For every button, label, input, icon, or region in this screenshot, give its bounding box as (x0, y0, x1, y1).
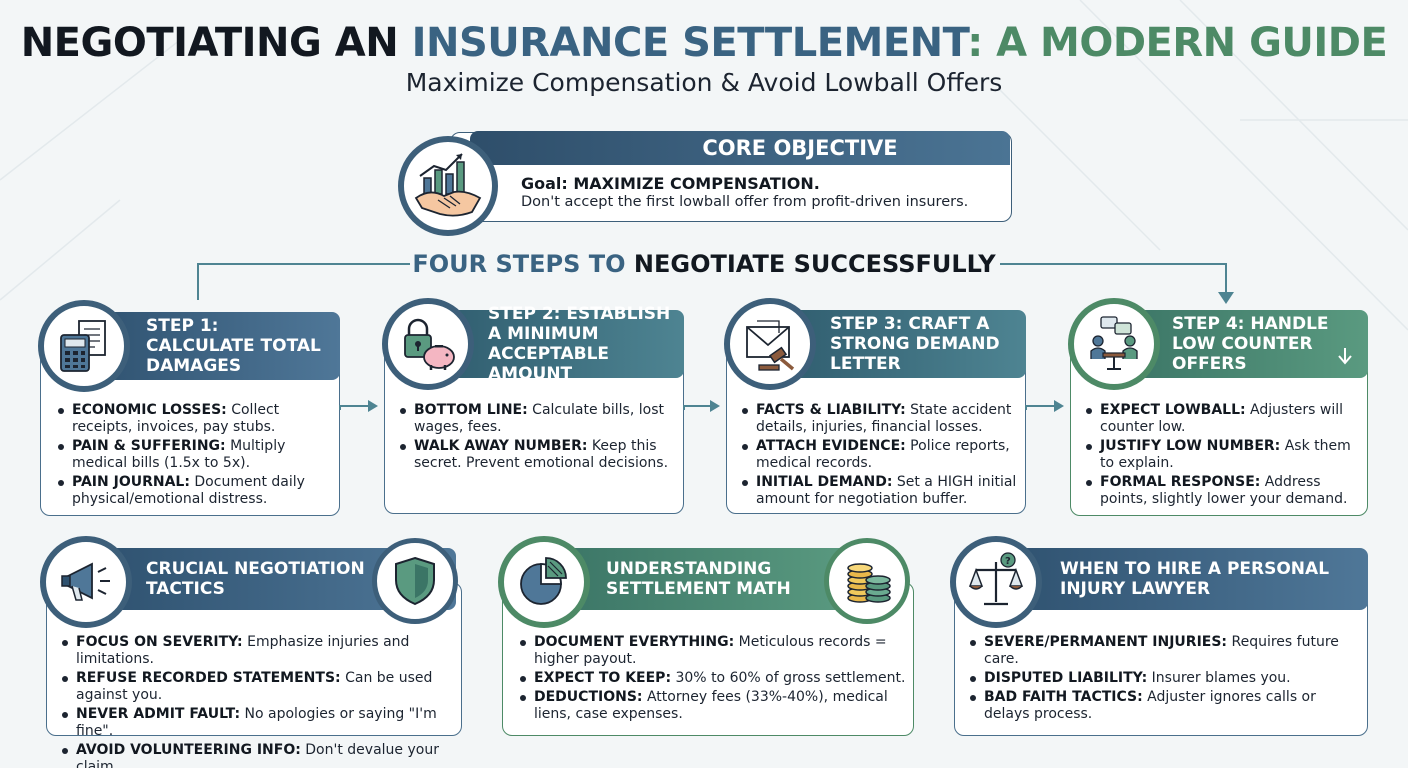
core-objective-heading: CORE OBJECTIVE (470, 131, 1010, 165)
handshake-growth-icon (414, 153, 482, 217)
step-4-bullets: EXPECT LOWBALL: Adjusters will counter l… (1084, 402, 1364, 510)
step-3-title: STEP 3: CRAFT A STRONG DEMAND LETTER (774, 310, 1026, 378)
tactics-icon-badge (40, 536, 132, 628)
step-1-title: STEP 1: CALCULATE TOTAL DAMAGES (90, 312, 340, 380)
list-item: AVOID VOLUNTEERING INFO: Don't devalue y… (60, 742, 458, 768)
list-item: BAD FAITH TACTICS: Adjuster ignores call… (968, 689, 1362, 723)
svg-text:?: ? (1005, 556, 1011, 567)
list-item: FACTS & LIABILITY: State accident detail… (740, 402, 1022, 436)
list-item: EXPECT TO KEEP: 30% to 60% of gross sett… (518, 670, 910, 687)
step-4-icon-badge (1068, 298, 1160, 390)
list-item: PAIN & SUFFERING: Multiply medical bills… (56, 438, 332, 472)
megaphone-icon (61, 562, 110, 601)
meeting-table-icon (1090, 316, 1138, 370)
step-2-icon-badge (382, 298, 474, 390)
coin-stack-icon (847, 563, 891, 603)
list-item: FORMAL RESPONSE: Address points, slightl… (1084, 474, 1364, 508)
step-3-icon-badge (724, 298, 816, 390)
step-1-icon-badge (38, 300, 130, 392)
settlement-math-title: UNDERSTANDING SETTLEMENT MATH (554, 548, 854, 610)
list-item: JUSTIFY LOW NUMBER: Ask them to explain. (1084, 438, 1364, 472)
list-item: SEVERE/PERMANENT INJURIES: Requires futu… (968, 634, 1362, 668)
hire-lawyer-bullets: SEVERE/PERMANENT INJURIES: Requires futu… (968, 634, 1362, 725)
tactics-bullets: FOCUS ON SEVERITY: Emphasize injuries an… (60, 634, 458, 768)
page-title: NEGOTIATING AN INSURANCE SETTLEMENT: A M… (20, 20, 1388, 66)
four-steps-heading: FOUR STEPS TO NEGOTIATE SUCCESSFULLY (410, 250, 998, 278)
list-item: DEDUCTIONS: Attorney fees (33%-40%), med… (518, 689, 910, 723)
shield-icon (395, 556, 435, 606)
list-item: BOTTOM LINE: Calculate bills, lost wages… (398, 402, 678, 436)
core-icon-badge (398, 136, 498, 236)
core-description-text: Don't accept the first lowball offer fro… (521, 194, 969, 210)
envelope-gavel-icon (746, 320, 795, 371)
settlement-math-icon-badge (498, 536, 590, 628)
step-2-bullets: BOTTOM LINE: Calculate bills, lost wages… (398, 402, 678, 474)
lock-piggy-bank-icon (404, 318, 455, 370)
core-goal-text: Goal: MAXIMIZE COMPENSATION. (521, 174, 820, 193)
list-item: REFUSE RECORDED STATEMENTS: Can be used … (60, 670, 458, 704)
list-item: FOCUS ON SEVERITY: Emphasize injuries an… (60, 634, 458, 668)
list-item: NEVER ADMIT FAULT: No apologies or sayin… (60, 706, 458, 740)
step-1-bullets: ECONOMIC LOSSES: Collect receipts, invoi… (56, 402, 332, 510)
settlement-math-bullets: DOCUMENT EVERYTHING: Meticulous records … (518, 634, 910, 725)
hire-lawyer-title: WHEN TO HIRE A PERSONAL INJURY LAWYER (1006, 548, 1368, 610)
arrow-down-icon (1338, 348, 1352, 365)
tactics-shield-badge (372, 538, 458, 624)
page-subtitle: Maximize Compensation & Avoid Lowball Of… (405, 68, 1003, 97)
pie-chart-icon (520, 557, 567, 605)
list-item: EXPECT LOWBALL: Adjusters will counter l… (1084, 402, 1364, 436)
list-item: WALK AWAY NUMBER: Keep this secret. Prev… (398, 438, 678, 472)
list-item: DOCUMENT EVERYTHING: Meticulous records … (518, 634, 910, 668)
step-2-title: STEP 2: ESTABLISH A MINIMUM ACCEPTABLE A… (432, 304, 684, 384)
list-item: ECONOMIC LOSSES: Collect receipts, invoi… (56, 402, 332, 436)
calculator-document-icon (60, 320, 106, 372)
settlement-coins-badge (824, 538, 910, 624)
list-item: ATTACH EVIDENCE: Police reports, medical… (740, 438, 1022, 472)
list-item: DISPUTED LIABILITY: Insurer blames you. (968, 670, 1362, 687)
list-item: PAIN JOURNAL: Document daily physical/em… (56, 474, 332, 508)
hire-lawyer-icon-badge: ? (950, 536, 1042, 628)
list-item: INITIAL DEMAND: Set a HIGH initial amoun… (740, 474, 1022, 508)
step-3-bullets: FACTS & LIABILITY: State accident detail… (740, 402, 1022, 510)
scales-question-icon: ? (968, 552, 1024, 606)
